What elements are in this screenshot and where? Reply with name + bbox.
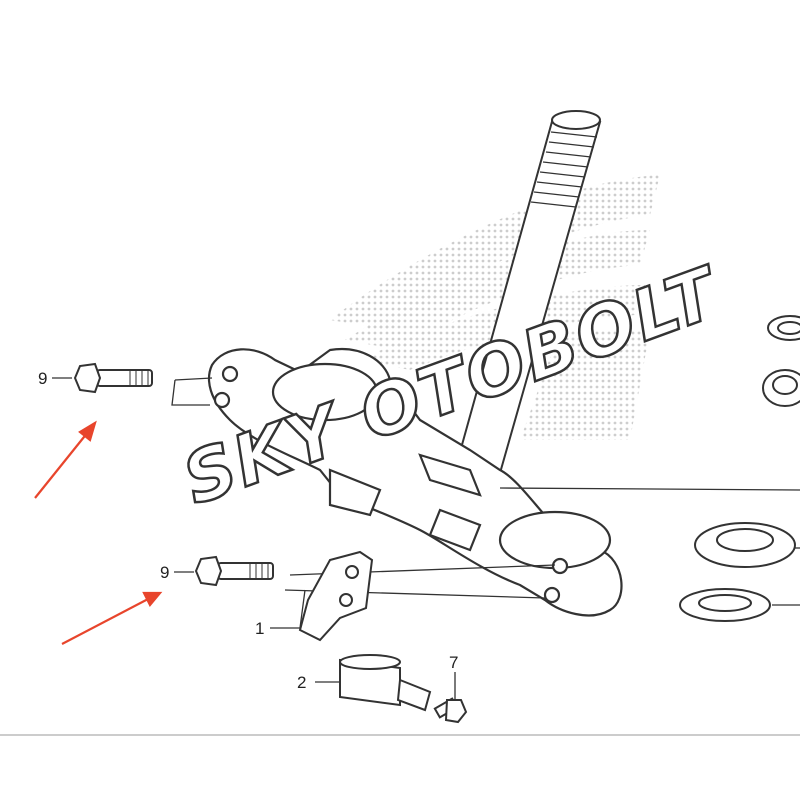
brake-hose-bracket xyxy=(298,550,374,642)
steering-bearings xyxy=(679,315,800,622)
red-arrow-upper xyxy=(34,420,97,499)
callout-2: 2 xyxy=(297,673,306,692)
small-bolt xyxy=(433,697,468,724)
fork-bottom-bridge xyxy=(208,347,623,617)
hose-clamp-collar xyxy=(339,654,432,712)
right-fork-bore xyxy=(498,510,612,570)
callout-9-lower: 9 xyxy=(160,563,169,582)
left-fork-bore xyxy=(271,362,379,422)
callout-1: 1 xyxy=(255,619,264,638)
flange-bolt-lower xyxy=(194,555,274,587)
flange-bolt-upper xyxy=(73,362,153,394)
callout-9-upper: 9 xyxy=(38,369,47,388)
red-arrow-lower xyxy=(61,591,163,645)
callout-7: 7 xyxy=(449,653,458,672)
